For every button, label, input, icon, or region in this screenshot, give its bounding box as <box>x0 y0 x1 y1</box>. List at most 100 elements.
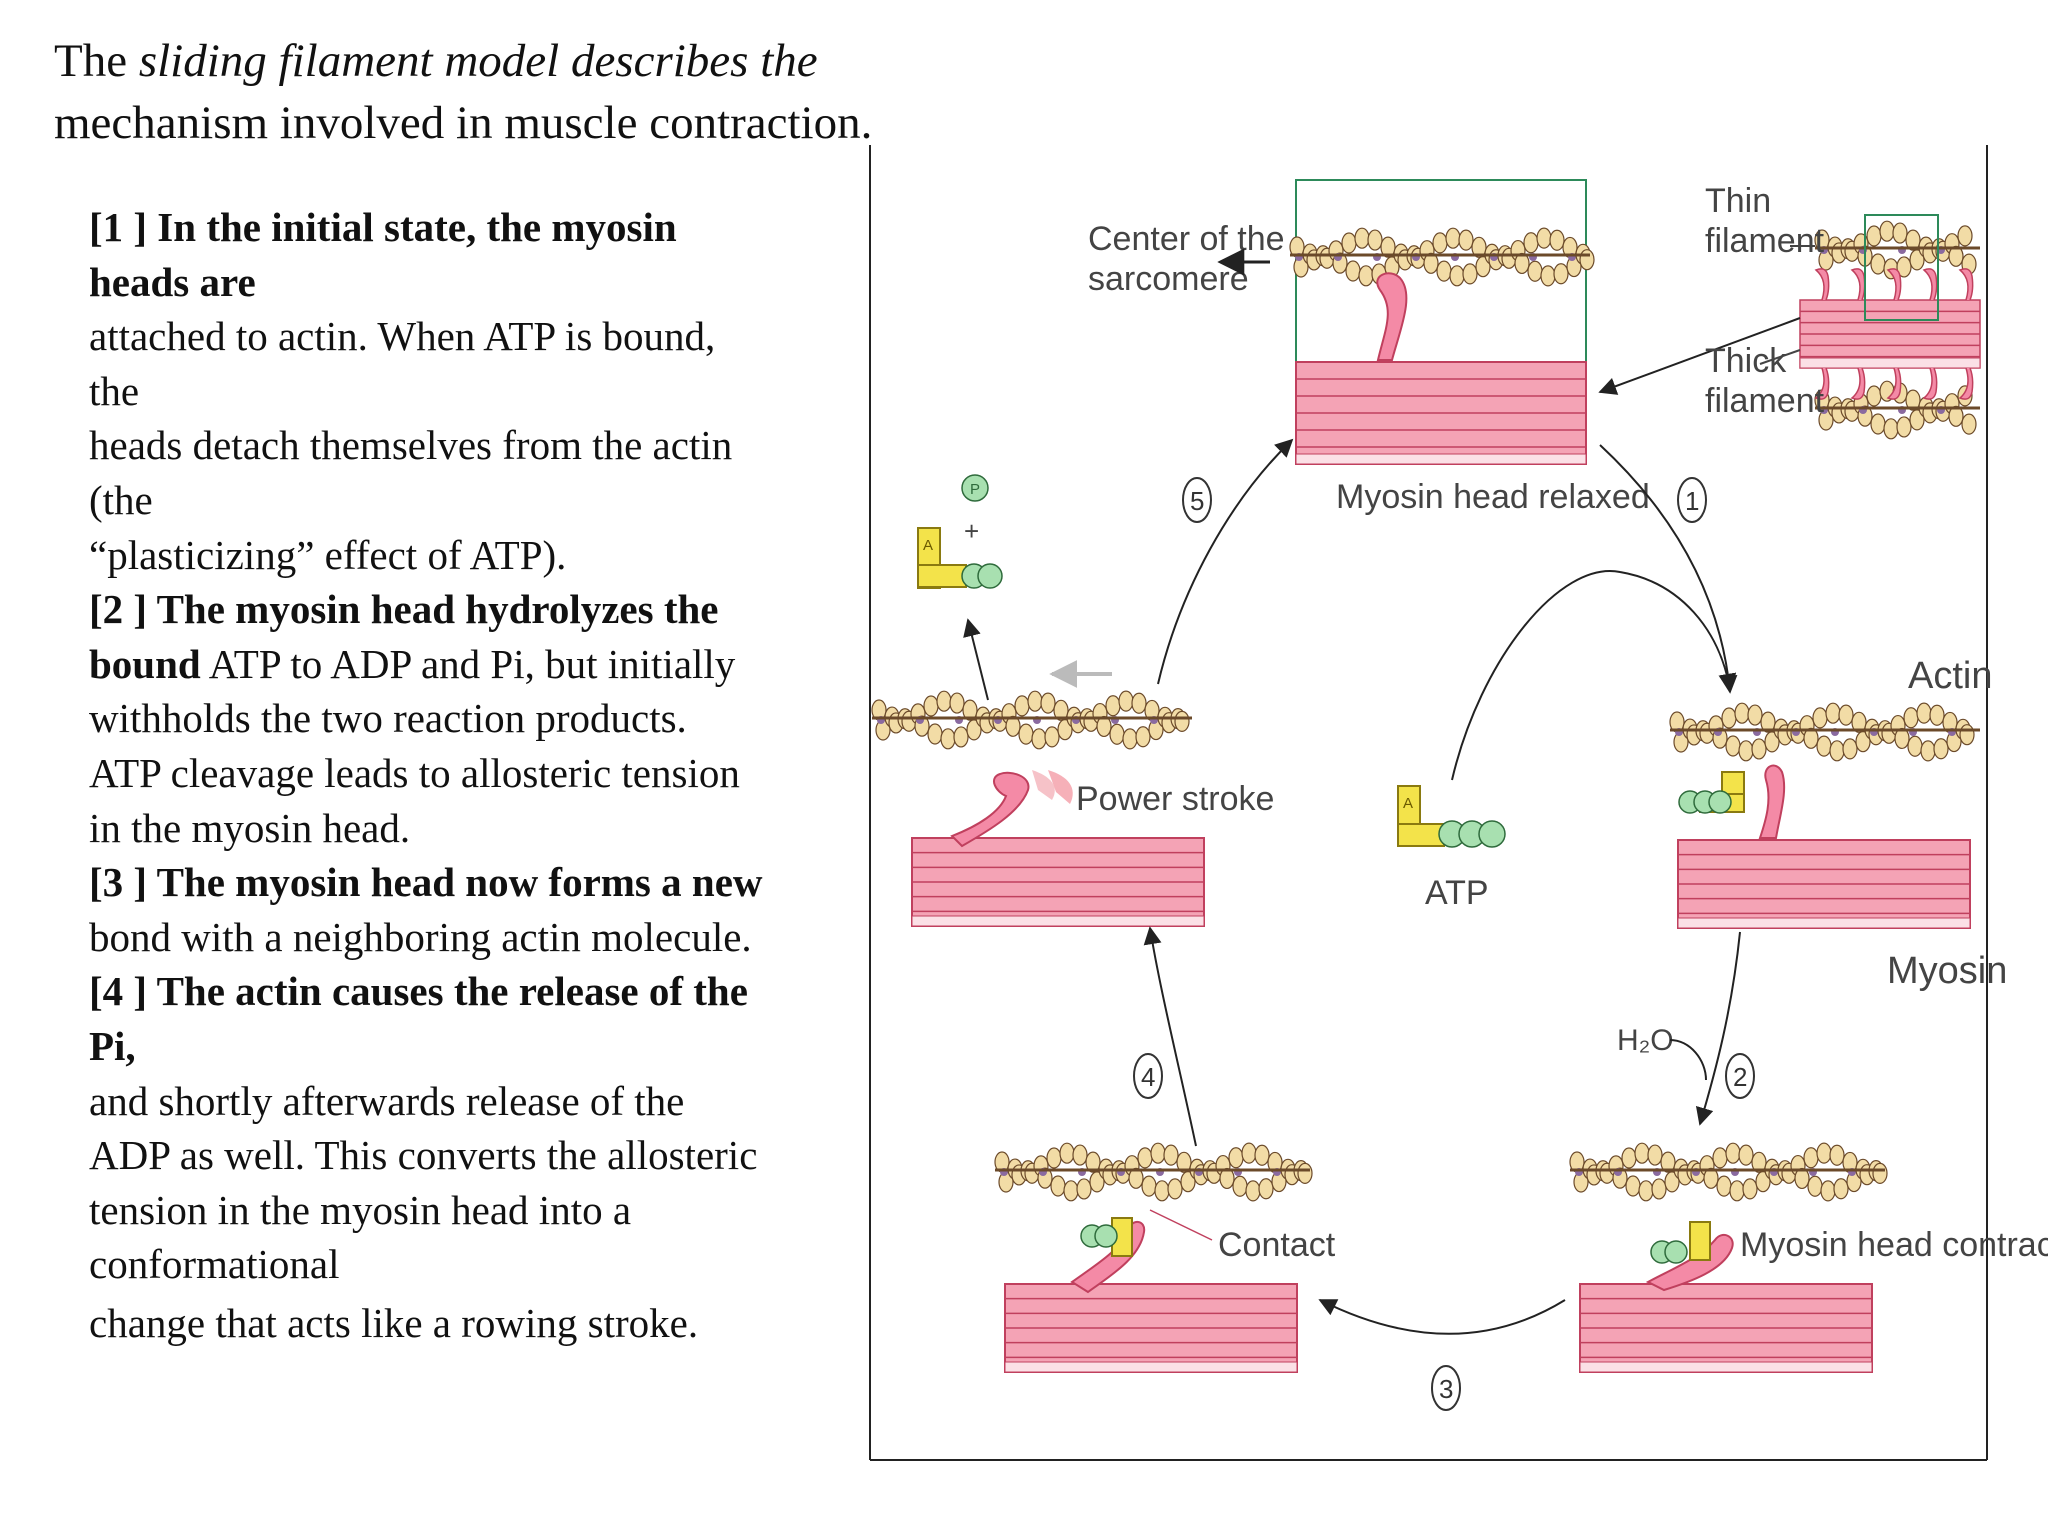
actin-bead <box>1167 1178 1183 1200</box>
svg-text:3: 3 <box>1439 1374 1453 1404</box>
label-atp: ATP <box>1425 874 1489 912</box>
label-actin: Actin <box>1908 655 1992 697</box>
actin-bead <box>1232 1175 1248 1197</box>
actin-bead <box>1920 740 1936 762</box>
actin-bead <box>1816 1142 1832 1164</box>
actin-bead <box>966 719 982 741</box>
actin-bead <box>1258 1178 1274 1200</box>
step4-text: tension in the myosin head into a <box>89 1186 632 1233</box>
actin-bead <box>1105 695 1121 717</box>
step2-heading-cont: bound <box>89 640 201 687</box>
actin-bead <box>1072 1144 1088 1166</box>
step3-text: bond with a neighboring actin molecule. <box>89 913 752 960</box>
myosin-head <box>1758 764 1786 839</box>
actin-filament <box>871 690 1192 750</box>
actin-bead <box>1651 1178 1667 1200</box>
phosphate-icon <box>977 563 1003 589</box>
step1-text: the <box>89 367 140 414</box>
actin-bead <box>1297 1162 1313 1184</box>
overview-myosin-head <box>1814 367 1830 400</box>
overview-sarcomere: Thin filament Thick filament <box>1598 182 1981 440</box>
myosin-head <box>950 771 1030 848</box>
actin-bead <box>1128 1167 1144 1189</box>
step3-heading: [3 ] The myosin head now forms a new <box>89 859 763 906</box>
actin-bead <box>1916 702 1932 724</box>
actin-bead <box>1063 1180 1079 1202</box>
actin-bead <box>1742 1178 1758 1200</box>
motion-trace <box>1048 770 1073 804</box>
motion-trace <box>1032 770 1055 800</box>
actin-bead <box>1621 1147 1637 1169</box>
actin-bead <box>1838 704 1854 726</box>
actin-bead <box>1883 418 1899 440</box>
actin-filament <box>1289 227 1595 287</box>
overview-myosin-head <box>1850 268 1866 301</box>
panel-power-stroke: Power stroke <box>871 660 1274 927</box>
actin-bead <box>1536 227 1552 249</box>
panel-detached: Actin Myosin <box>1669 655 2007 992</box>
adp-pi-release: P + A <box>917 474 1003 701</box>
actin-bead <box>1755 1171 1771 1193</box>
actin-bead <box>1729 1180 1745 1202</box>
actin-bead <box>1738 740 1754 762</box>
actin-bead <box>1957 225 1973 247</box>
overview-myosin-head <box>1886 367 1902 400</box>
step-number-3: 3 <box>1431 1365 1461 1411</box>
arrow-step-5 <box>1157 438 1294 685</box>
actin-bead <box>1514 252 1530 275</box>
actin-bead <box>1005 715 1021 737</box>
actin-bead <box>1948 405 1964 427</box>
step4-heading: [4 ] The actin causes the release of the <box>89 968 748 1015</box>
actin-bead <box>1929 704 1945 726</box>
actin-bead <box>1549 229 1565 251</box>
actin-bead <box>1909 409 1925 431</box>
label-myosin-head-contracted: Myosin head contracted <box>1740 1226 2048 1264</box>
actin-bead <box>1829 1144 1845 1166</box>
step1-heading-cont: heads are <box>89 258 256 305</box>
step-number-4: 4 <box>1133 1053 1163 1099</box>
title-italic: sliding filament model describes the <box>138 35 818 87</box>
actin-bead <box>1014 695 1030 717</box>
actin-bead <box>1716 1175 1732 1197</box>
actin-bead <box>962 699 978 721</box>
overview-myosin-head <box>1886 268 1902 301</box>
actin-bead <box>1933 738 1949 760</box>
actin-bead <box>1803 727 1819 749</box>
actin-bead <box>1050 1175 1066 1197</box>
actin-bead <box>1436 260 1452 282</box>
actin-bead <box>1725 1142 1741 1164</box>
step4-text: change that acts like a rowing stroke. <box>89 1299 699 1346</box>
actin-bead <box>1053 699 1069 721</box>
actin-bead <box>1180 1171 1196 1193</box>
myosin-edge <box>1295 453 1587 465</box>
actin-bead <box>1176 1151 1192 1173</box>
myosin-filament-stripes <box>1004 1297 1298 1373</box>
actin-bead <box>1905 389 1921 411</box>
myosin-edge <box>911 915 1205 927</box>
actin-bead <box>1254 1144 1270 1166</box>
actin-bead <box>1046 1147 1062 1169</box>
myosin-head <box>1376 272 1408 361</box>
overview-zoom-box <box>1864 214 1939 321</box>
actin-bead <box>1807 1175 1823 1197</box>
actin-bead <box>1241 1142 1257 1164</box>
actin-bead <box>1879 220 1895 242</box>
actin-bead <box>1905 229 1921 251</box>
svg-text:1: 1 <box>1685 486 1699 516</box>
myosin-filament-stripes <box>1295 378 1587 465</box>
overview-myosin-head <box>1922 367 1938 400</box>
actin-bead <box>1219 1167 1235 1190</box>
actin-bead <box>1135 726 1151 748</box>
myosin-filament-stripes <box>1677 853 1971 929</box>
step4-text: conformational <box>89 1241 340 1288</box>
plus-sign: + <box>964 516 979 546</box>
actin-bead <box>1018 723 1034 745</box>
actin-bead <box>1057 719 1073 741</box>
overview-myosin-head <box>1850 367 1866 400</box>
overview-stripes <box>1799 310 1981 369</box>
step2-text: ATP to ADP and Pi, but initially <box>200 640 736 687</box>
arrow-step-3 <box>1318 1299 1566 1335</box>
actin-bead <box>1909 249 1925 271</box>
actin-bead <box>940 728 956 750</box>
